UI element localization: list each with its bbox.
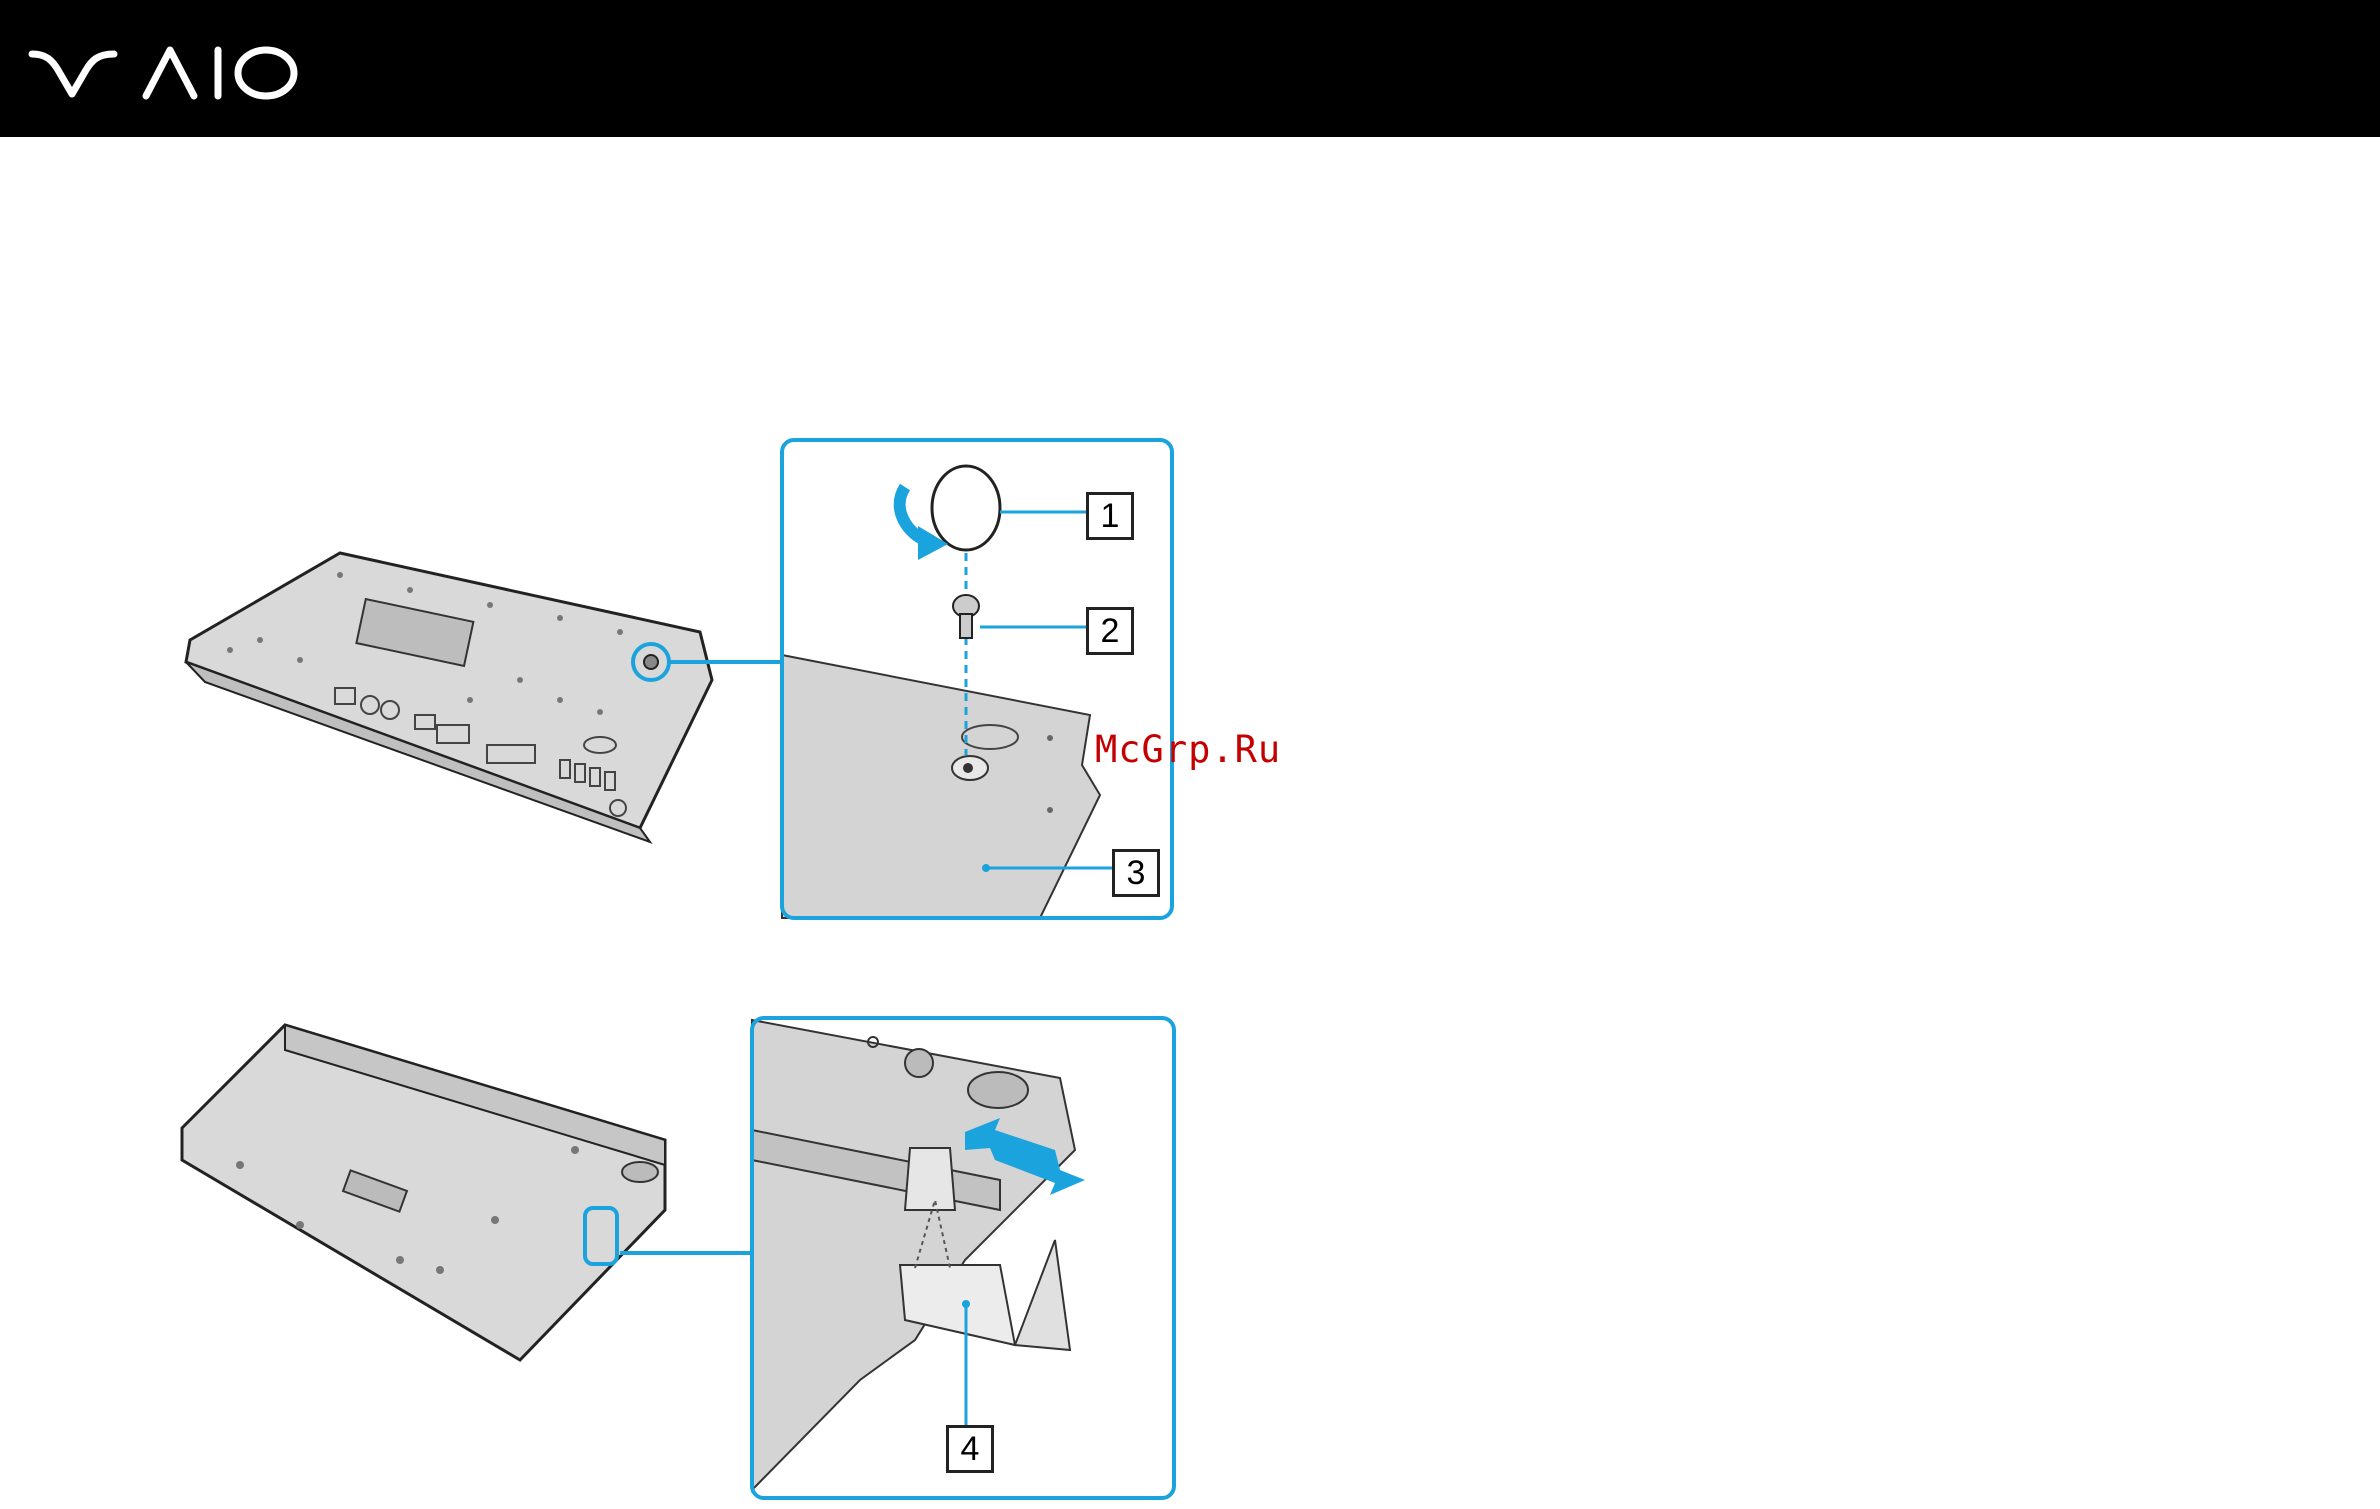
watermark: McGrp.Ru [1095,728,1281,771]
callout-3: 3 [1112,849,1160,897]
dock-top-view [182,1025,752,1360]
callout-4-number: 4 [961,1430,980,1468]
callout-3-number: 3 [1127,854,1146,892]
callout-4: 4 [946,1425,994,1473]
callout-1: 1 [1086,492,1134,540]
callout-2: 2 [1086,607,1134,655]
callout-2-number: 2 [1101,612,1120,650]
dock-bottom-view [186,553,782,842]
callout-1-number: 1 [1101,497,1120,535]
